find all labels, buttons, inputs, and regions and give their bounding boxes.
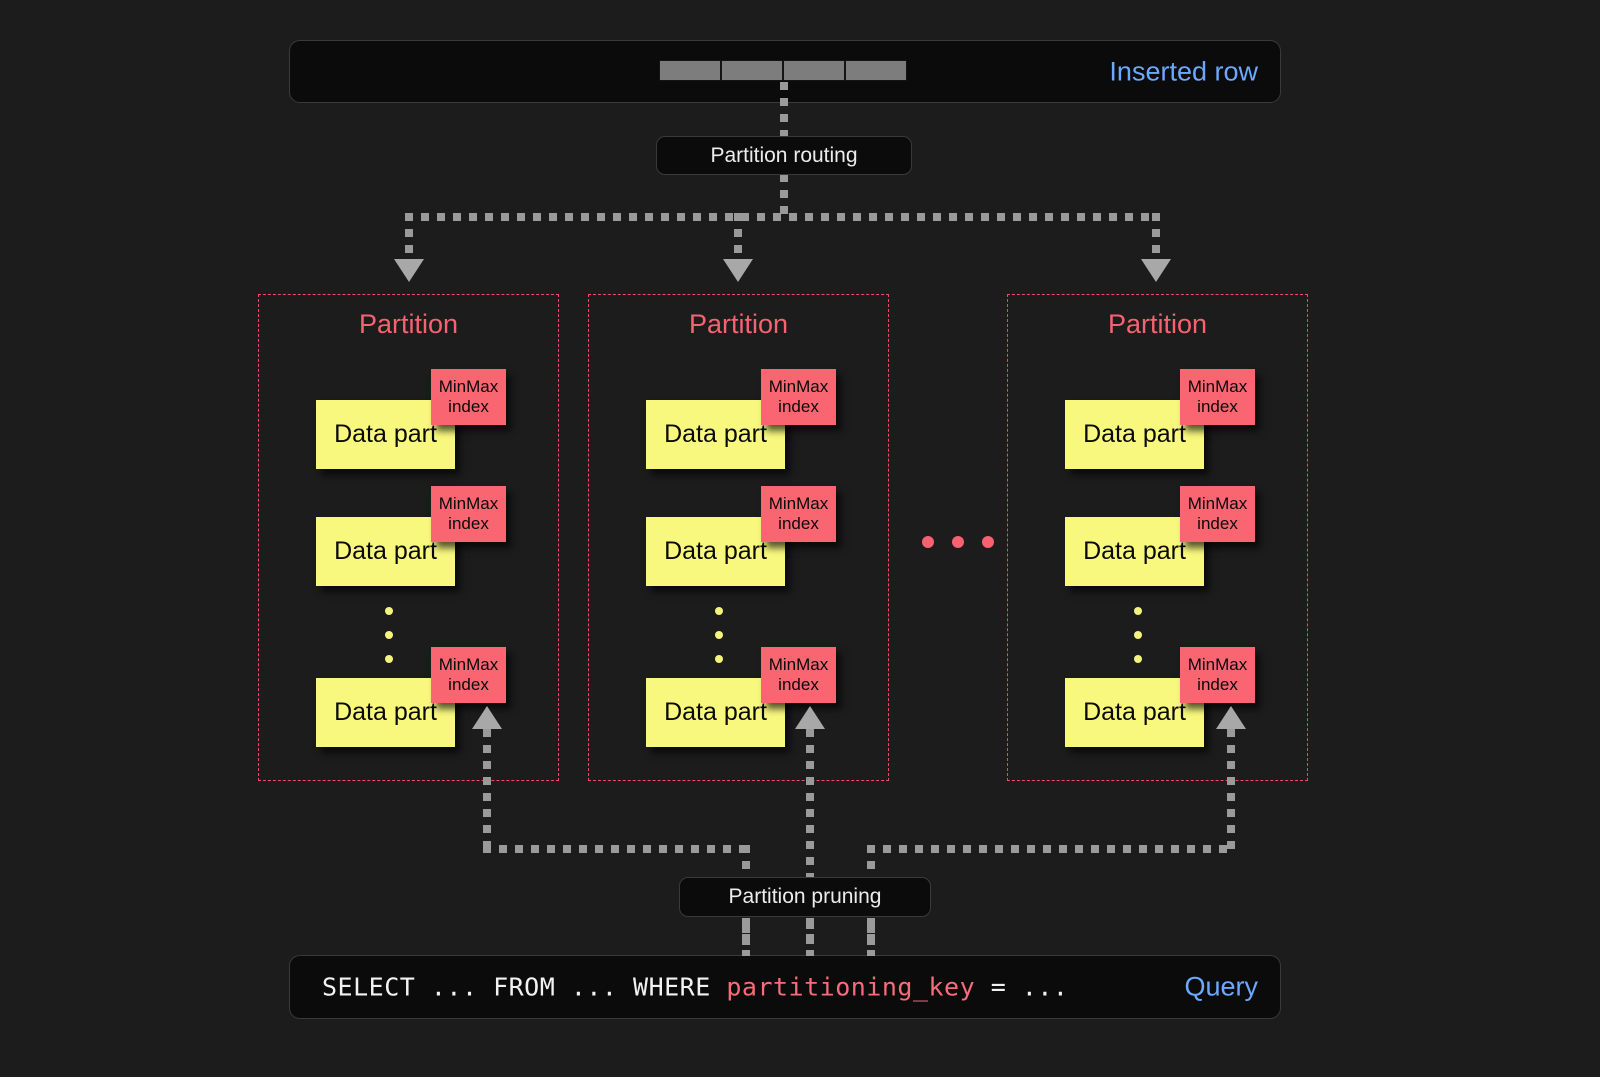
data-part-label: Data part bbox=[664, 420, 767, 448]
connector-bus-to-partition-2 bbox=[734, 213, 742, 261]
connector-prune-up-1 bbox=[483, 729, 491, 849]
data-part-ellipsis bbox=[385, 607, 393, 679]
data-part-label: Data part bbox=[334, 420, 437, 448]
arrowhead-to-partition-1 bbox=[394, 259, 424, 282]
connector-routing-bus bbox=[405, 213, 1160, 221]
data-part-label: Data part bbox=[1083, 420, 1186, 448]
arrowhead-to-partition-3 bbox=[1141, 259, 1171, 282]
data-part-ellipsis bbox=[1134, 607, 1142, 679]
connector-prune-bus-left bbox=[483, 845, 748, 853]
data-part-box: Data part bbox=[646, 517, 785, 586]
connector-prune-up-2 bbox=[806, 729, 814, 944]
data-part-label: Data part bbox=[664, 698, 767, 726]
partition-gap-ellipsis bbox=[922, 536, 994, 548]
row-cell bbox=[659, 60, 721, 81]
connector-prune-to-query-right bbox=[867, 918, 875, 956]
arrowhead-prune-to-partition-3 bbox=[1216, 706, 1246, 729]
query-suffix: = ... bbox=[975, 972, 1069, 1002]
query-partitioning-key: partitioning_key bbox=[726, 972, 976, 1002]
connector-bus-to-partition-3 bbox=[1152, 213, 1160, 261]
arrowhead-prune-to-partition-2 bbox=[795, 706, 825, 729]
arrowhead-prune-to-partition-1 bbox=[472, 706, 502, 729]
inserted-row-cells bbox=[659, 60, 907, 81]
partition-title: Partition bbox=[1107, 309, 1208, 339]
row-cell bbox=[783, 60, 845, 81]
query-label: Query bbox=[1184, 971, 1258, 1002]
connector-routing-to-bus bbox=[780, 158, 788, 218]
row-cell bbox=[845, 60, 907, 81]
data-part-label: Data part bbox=[334, 698, 437, 726]
partition-pruning-box: Partition pruning bbox=[679, 877, 931, 917]
partition-title: Partition bbox=[358, 309, 459, 339]
data-part-label: Data part bbox=[1083, 537, 1186, 565]
data-part-label: Data part bbox=[664, 537, 767, 565]
row-cell bbox=[721, 60, 783, 81]
inserted-row-label: Inserted row bbox=[1109, 56, 1258, 86]
partition-title: Partition bbox=[688, 309, 789, 339]
query-bar: SELECT ... FROM ... WHERE partitioning_k… bbox=[289, 955, 1281, 1019]
query-prefix: SELECT ... FROM ... WHERE bbox=[322, 972, 727, 1002]
arrowhead-to-partition-2 bbox=[723, 259, 753, 282]
connector-prune-to-query-left bbox=[742, 918, 750, 956]
connector-bus-to-partition-1 bbox=[405, 213, 413, 261]
partition-pruning-label: Partition pruning bbox=[728, 885, 882, 908]
connector-row-to-routing bbox=[780, 82, 788, 158]
data-part-ellipsis bbox=[715, 607, 723, 679]
partition-routing-label: Partition routing bbox=[710, 143, 858, 167]
data-part-label: Data part bbox=[1083, 698, 1186, 726]
connector-prune-to-query-center bbox=[806, 918, 814, 956]
query-text: SELECT ... FROM ... WHERE partitioning_k… bbox=[322, 973, 1068, 1002]
connector-prune-up-3 bbox=[1227, 729, 1235, 849]
partition-routing-box: Partition routing bbox=[656, 136, 912, 175]
connector-prune-bus-right bbox=[867, 845, 1235, 853]
data-part-label: Data part bbox=[334, 537, 437, 565]
